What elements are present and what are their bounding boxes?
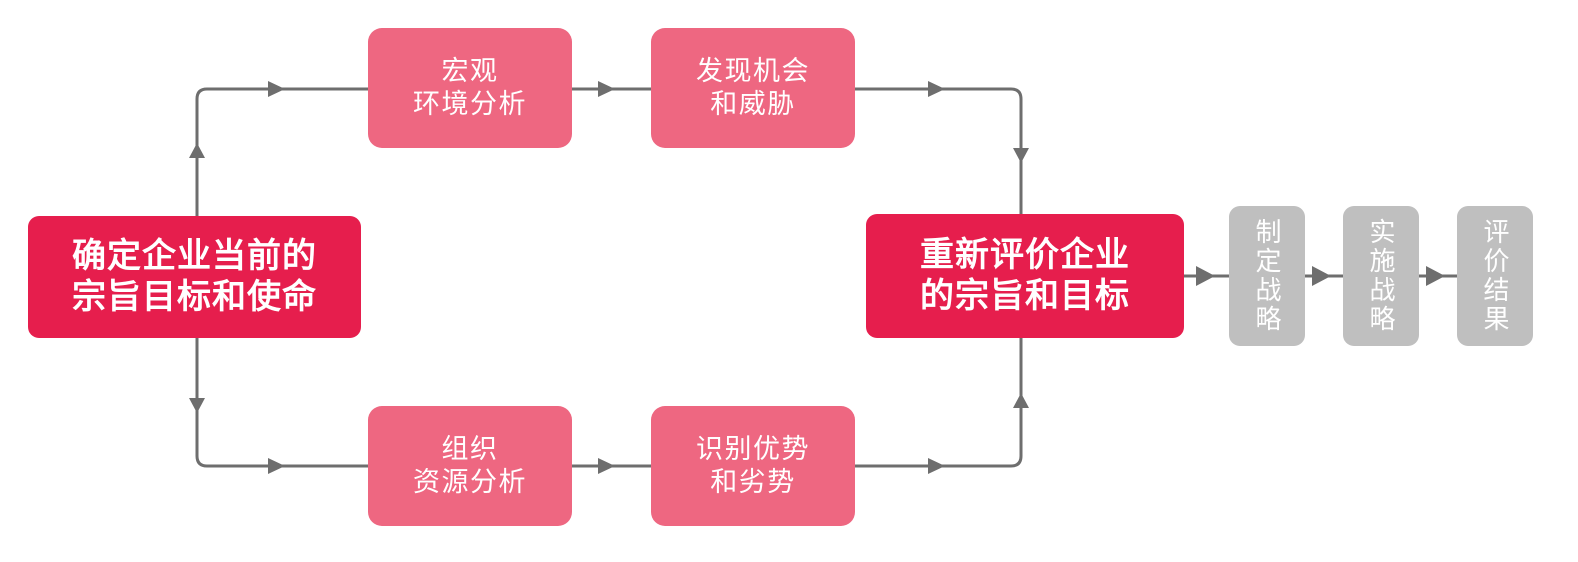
edge-formulate-to-implement: [1305, 266, 1343, 286]
node-implement-strategy-label: 实施战略: [1366, 218, 1396, 334]
node-mission-current-label: 确定企业当前的 宗旨目标和使命: [72, 236, 317, 316]
node-mission-reevaluated-label: 重新评价企业 的宗旨和目标: [920, 235, 1130, 315]
node-mission-reevaluated[interactable]: 重新评价企业 的宗旨和目标: [866, 214, 1184, 338]
node-implement-strategy[interactable]: 实施战略: [1343, 206, 1419, 346]
edge-organization-to-strengths: [572, 458, 651, 474]
edge-mission-to-macro: [189, 81, 368, 216]
edge-reeval-to-formulate: [1184, 266, 1229, 286]
node-opportunities-threats-label: 发现机会 和威胁: [696, 56, 810, 119]
node-formulate-strategy[interactable]: 制定战略: [1229, 206, 1305, 346]
node-opportunities-threats[interactable]: 发现机会 和威胁: [651, 28, 855, 148]
node-evaluate-results-label: 评价结果: [1480, 218, 1510, 334]
node-strengths-weaknesses[interactable]: 识别优势 和劣势: [651, 406, 855, 526]
node-organization-resource-analysis[interactable]: 组织 资源分析: [368, 406, 572, 526]
edge-macro-to-opportunities: [572, 81, 651, 97]
edge-strengths-to-reeval: [855, 338, 1029, 474]
edge-implement-to-evaluate: [1419, 266, 1457, 286]
node-strengths-weaknesses-label: 识别优势 和劣势: [696, 434, 810, 497]
edge-opportunities-to-reeval: [855, 81, 1029, 214]
node-mission-current[interactable]: 确定企业当前的 宗旨目标和使命: [28, 216, 361, 338]
node-formulate-strategy-label: 制定战略: [1252, 218, 1282, 334]
node-macro-environment-analysis[interactable]: 宏观 环境分析: [368, 28, 572, 148]
edge-mission-to-organization: [189, 338, 368, 474]
node-macro-environment-analysis-label: 宏观 环境分析: [413, 56, 527, 119]
node-evaluate-results[interactable]: 评价结果: [1457, 206, 1533, 346]
node-organization-resource-analysis-label: 组织 资源分析: [413, 434, 527, 497]
